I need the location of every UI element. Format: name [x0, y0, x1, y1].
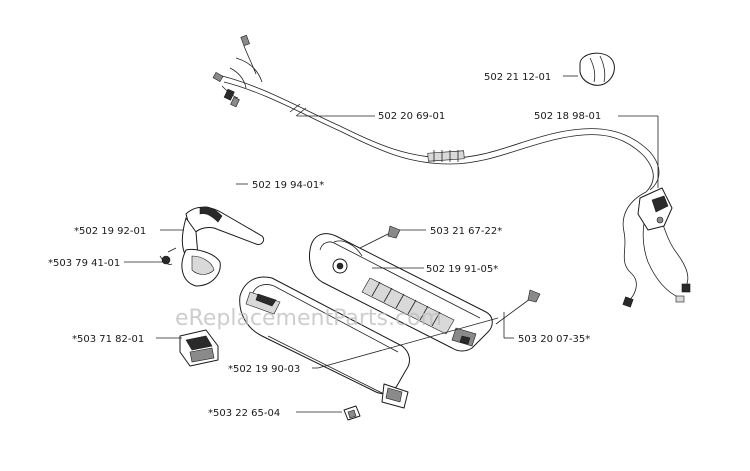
part-label-502-19-90-03: *502 19 90-03 — [228, 364, 300, 375]
part-label-502-19-94-01: 502 19 94-01* — [252, 180, 324, 191]
screw-503-21-67-22 — [359, 225, 401, 249]
part-label-502-19-91-05: 502 19 91-05* — [426, 264, 498, 275]
part-label-503-20-07-35: 503 20 07-35* — [518, 334, 590, 345]
watermark-text: eReplacementParts.com — [175, 306, 442, 331]
handle-half-left — [239, 276, 410, 409]
part-label-503-22-65-04: *503 22 65-04 — [208, 408, 280, 419]
part-label-503-71-82-01: *503 71 82-01 — [72, 334, 144, 345]
part-labels: 502 21 12-01 502 20 69-01 502 18 98-01 5… — [48, 72, 601, 419]
part-label-502-21-12-01: 502 21 12-01 — [484, 72, 551, 83]
part-label-502-20-69-01: 502 20 69-01 — [378, 111, 445, 122]
stop-switch — [179, 329, 219, 367]
leader-lines — [124, 75, 659, 413]
switch-bracket — [637, 187, 673, 231]
part-label-503-79-41-01: *503 79 41-01 — [48, 258, 120, 269]
part-label-502-19-92-01: *502 19 92-01 — [74, 226, 146, 237]
throttle-trigger-assembly — [159, 206, 265, 287]
cable-grommet — [579, 52, 615, 86]
handle-half-right — [309, 233, 493, 352]
part-label-503-21-67-22: 503 21 67-22* — [430, 226, 502, 237]
nut-503-22-65-04 — [343, 405, 361, 421]
part-label-502-18-98-01: 502 18 98-01 — [534, 111, 601, 122]
throttle-cable-wire-harness — [212, 34, 691, 308]
screw-503-20-07-35 — [495, 289, 541, 325]
